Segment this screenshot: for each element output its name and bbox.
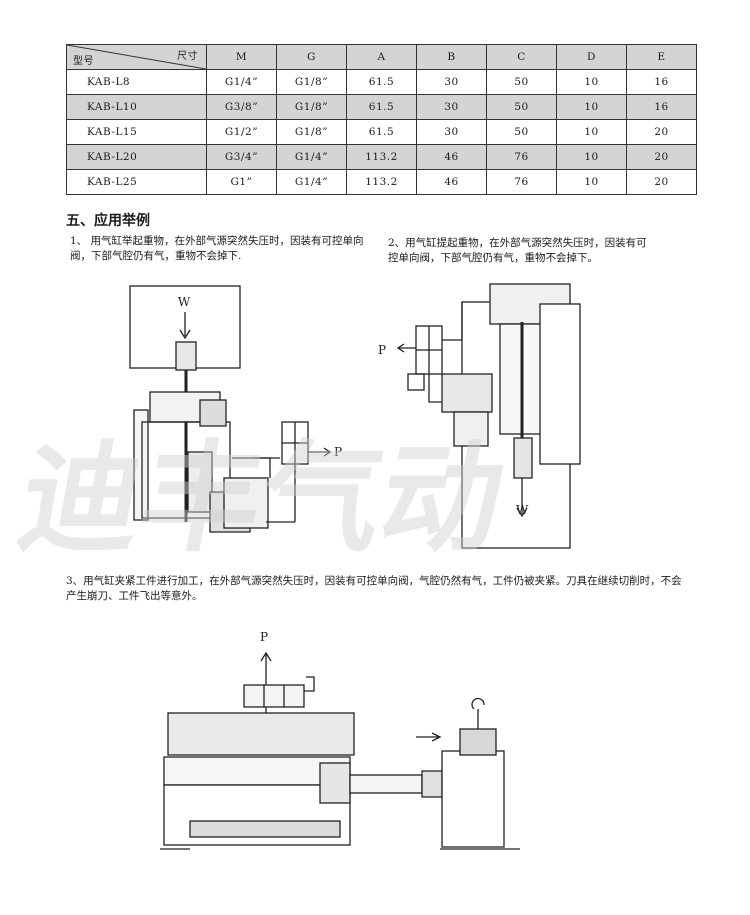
corner-dimension-label: 尺寸 (177, 51, 198, 62)
table-cell: 50 (486, 119, 557, 145)
spec-table: 尺寸 型号 M G A B C D E KAB-L8 G1/4” G1/8” 6… (66, 44, 697, 195)
table-cell: G3/4” (206, 144, 277, 170)
table-cell: 20 (626, 144, 697, 170)
table-cell: 61.5 (346, 119, 417, 145)
table-cell: 10 (556, 94, 627, 120)
table-cell: G1/4” (276, 169, 347, 195)
port-label: P (334, 445, 342, 459)
table-cell: 76 (486, 169, 557, 195)
table-cell: 113.2 (346, 144, 417, 170)
table-cell: G1/2” (206, 119, 277, 145)
corner-model-label: 型号 (73, 56, 94, 67)
table-cell: 61.5 (346, 94, 417, 120)
column-header: C (486, 44, 557, 70)
example-1-caption: 1、 用气缸举起重物，在外部气源突然失压时，因装有可控单向阀，下部气腔仍有气，重… (70, 235, 364, 262)
table-corner-cell: 尺寸 型号 (66, 44, 207, 70)
table-row: KAB-L25 G1” G1/4” 113.2 46 76 10 20 (66, 169, 697, 195)
table-cell: G1/8” (276, 119, 347, 145)
table-cell: 10 (556, 169, 627, 195)
example-3-caption: 3、用气缸夹紧工件进行加工，在外部气源突然失压时，因装有可控单向阀，气腔仍然有气… (66, 575, 682, 602)
table-cell-model: KAB-L15 (66, 119, 207, 145)
table-cell: G1/4” (206, 69, 277, 95)
table-cell: 30 (416, 119, 487, 145)
table-cell: 76 (486, 144, 557, 170)
table-cell: 30 (416, 94, 487, 120)
column-header: B (416, 44, 487, 70)
table-cell: 16 (626, 69, 697, 95)
column-header: G (276, 44, 347, 70)
table-cell: 10 (556, 69, 627, 95)
table-cell: G1/4” (276, 144, 347, 170)
table-cell: 16 (626, 94, 697, 120)
figure-2-hang-diagram: P W (378, 283, 581, 549)
table-cell: 113.2 (346, 169, 417, 195)
section-title: 五、应用举例 (66, 213, 150, 229)
column-header: M (206, 44, 277, 70)
load-label: W (516, 503, 529, 517)
table-cell: G1/8” (276, 69, 347, 95)
load-label: W (178, 295, 191, 309)
table-cell: G1” (206, 169, 277, 195)
table-cell: 61.5 (346, 69, 417, 95)
table-cell: 50 (486, 94, 557, 120)
table-row: KAB-L20 G3/4” G1/4” 113.2 46 76 10 20 (66, 144, 697, 170)
column-header: E (626, 44, 697, 70)
column-header: A (346, 44, 417, 70)
table-row: KAB-L8 G1/4” G1/8” 61.5 30 50 10 16 (66, 69, 697, 95)
table-cell: G1/8” (276, 94, 347, 120)
table-cell: 10 (556, 119, 627, 145)
table-cell: 50 (486, 69, 557, 95)
table-cell: 30 (416, 69, 487, 95)
table-cell: G3/8” (206, 94, 277, 120)
port-label: P (378, 343, 386, 357)
table-cell-model: KAB-L8 (66, 69, 207, 95)
figure-1-lift-diagram: W P (129, 285, 342, 533)
table-cell-model: KAB-L25 (66, 169, 207, 195)
column-header: D (556, 44, 627, 70)
table-row: KAB-L15 G1/2” G1/8” 61.5 30 50 10 20 (66, 119, 697, 145)
table-header-row: 尺寸 型号 M G A B C D E (66, 44, 697, 70)
table-cell: 10 (556, 144, 627, 170)
table-row: KAB-L10 G3/8” G1/8” 61.5 30 50 10 16 (66, 94, 697, 120)
figure-3-clamp-diagram: P (160, 630, 520, 850)
port-label: P (260, 630, 268, 644)
table-cell-model: KAB-L10 (66, 94, 207, 120)
table-cell: 46 (416, 169, 487, 195)
table-cell-model: KAB-L20 (66, 144, 207, 170)
example-2-caption: 2、用气缸提起重物，在外部气源突然失压时，因装有可控单向阀，下部气腔仍有气，重物… (388, 237, 647, 264)
table-cell: 20 (626, 169, 697, 195)
table-cell: 46 (416, 144, 487, 170)
table-cell: 20 (626, 119, 697, 145)
